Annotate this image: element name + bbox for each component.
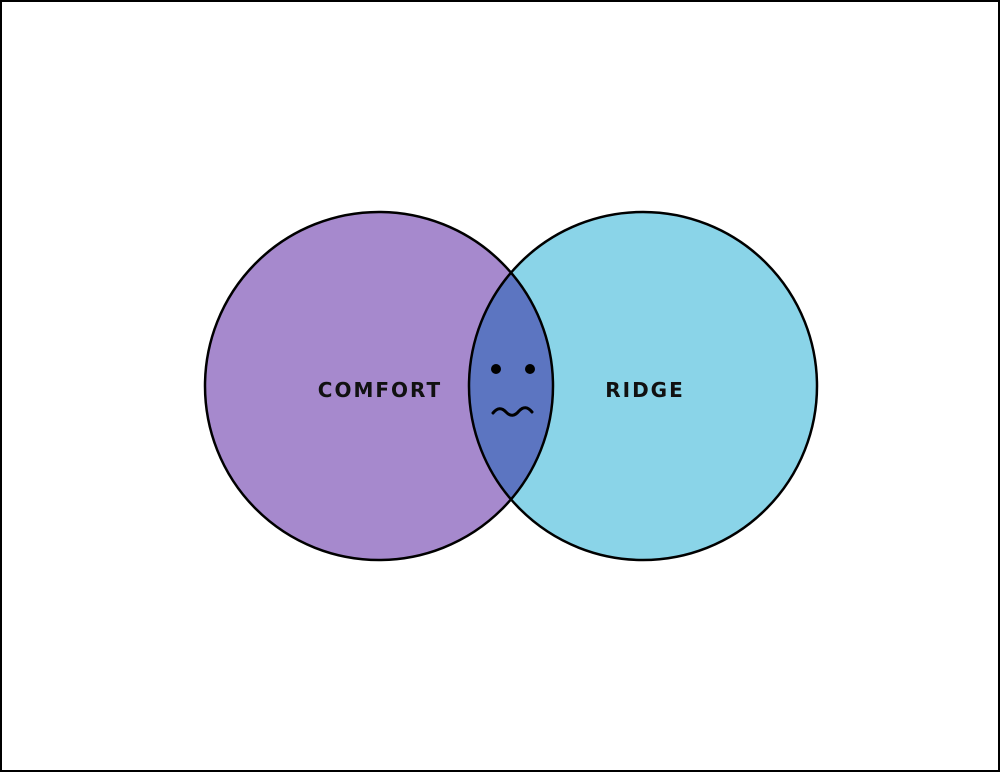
venn-label-comfort: COMFORT	[318, 378, 442, 402]
face-wavy-mouth	[491, 406, 534, 417]
venn-outline-ridge	[467, 210, 819, 562]
venn-circle-comfort	[205, 212, 553, 560]
venn-circle-ridge	[469, 212, 817, 560]
venn-outline-comfort	[203, 210, 555, 562]
face-left-eye	[491, 364, 501, 374]
worried-face-icon	[491, 364, 535, 417]
face-right-eye	[525, 364, 535, 374]
venn-label-ridge: RIDGE	[605, 378, 685, 402]
